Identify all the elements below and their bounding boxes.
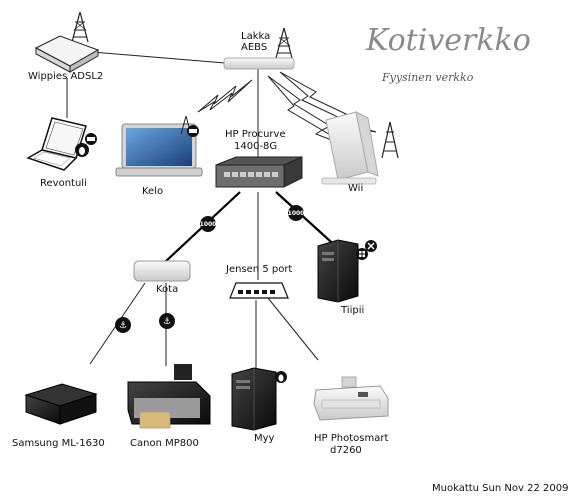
windows-icon bbox=[356, 248, 368, 260]
switch-hp-procurve: HP Procurve 1400-8G bbox=[215, 129, 303, 188]
usb-icon: ⚓ bbox=[159, 313, 175, 329]
server-myy: Myy bbox=[231, 367, 287, 444]
badge-text: 1000 bbox=[288, 210, 305, 217]
label-canon: Canon MP800 bbox=[130, 438, 199, 449]
printer-samsung: Samsung ML-1630 bbox=[12, 383, 105, 449]
switch-jensen: Jensen 5 port bbox=[225, 264, 292, 299]
badge-text: ⚓ bbox=[119, 321, 127, 331]
badge-text: 1000 bbox=[200, 221, 217, 228]
battery-icon bbox=[85, 133, 97, 145]
link-jensen-hp bbox=[267, 297, 319, 361]
label-hp-line2: d7260 bbox=[330, 445, 362, 456]
link-modem-ap bbox=[91, 51, 226, 64]
linux-icon bbox=[275, 371, 287, 383]
label-tiipii: Tiipii bbox=[340, 305, 364, 316]
battery-icon bbox=[187, 125, 199, 137]
wireless-links bbox=[197, 71, 377, 149]
gigabit-badge: 1000 bbox=[200, 216, 217, 232]
antenna-icon bbox=[275, 27, 293, 59]
wireless-ap-wii-2 bbox=[279, 71, 377, 133]
label-kelo: Kelo bbox=[142, 186, 163, 197]
badge-text: ⚓ bbox=[163, 317, 171, 327]
wireless-ap-kelo bbox=[197, 79, 253, 113]
mini-kota: Kota bbox=[133, 260, 191, 295]
laptop-revontuli: Revontuli bbox=[26, 117, 97, 189]
printer-hp-photosmart: HP Photosmart d7260 bbox=[313, 376, 389, 456]
access-point: Lakka AEBS bbox=[223, 27, 295, 70]
laptop-kelo: Kelo bbox=[115, 115, 203, 197]
server-tiipii: Tiipii bbox=[317, 239, 377, 316]
console-wii: Wii bbox=[321, 111, 399, 194]
antenna-icon bbox=[381, 121, 399, 159]
switch-ports bbox=[238, 290, 275, 294]
printer-canon: Canon MP800 bbox=[127, 364, 211, 449]
label-revontuli: Revontuli bbox=[40, 178, 87, 189]
label-jensen: Jensen 5 port bbox=[225, 264, 292, 275]
connections bbox=[66, 51, 341, 372]
usb-icon: ⚓ bbox=[115, 317, 131, 333]
gigabit-badge: 1000 bbox=[288, 205, 305, 221]
label-samsung: Samsung ML-1630 bbox=[12, 438, 105, 449]
label-adsl-modem: Wippies ADSL2 bbox=[28, 71, 103, 82]
label-switch-line2: 1400-8G bbox=[234, 141, 277, 152]
switch-ports bbox=[224, 172, 278, 177]
linux-icon bbox=[75, 143, 89, 157]
label-kota: Kota bbox=[156, 284, 178, 295]
label-hp-line1: HP Photosmart bbox=[314, 433, 388, 444]
link-switch-tiipii bbox=[275, 191, 341, 251]
antenna-icon bbox=[71, 11, 89, 43]
adsl-modem: Wippies ADSL2 bbox=[28, 11, 103, 82]
modified-date: Muokattu Sun Nov 22 2009 bbox=[432, 483, 568, 494]
x-icon bbox=[365, 240, 377, 252]
diagram-subtitle: Fyysinen verkko bbox=[381, 71, 474, 84]
diagram-title: Kotiverkko bbox=[365, 23, 531, 58]
label-myy: Myy bbox=[254, 433, 275, 444]
label-switch-line1: HP Procurve bbox=[225, 129, 286, 140]
label-ap-line2: AEBS bbox=[241, 42, 267, 53]
label-wii: Wii bbox=[348, 183, 363, 194]
label-ap-line1: Lakka bbox=[241, 31, 270, 42]
